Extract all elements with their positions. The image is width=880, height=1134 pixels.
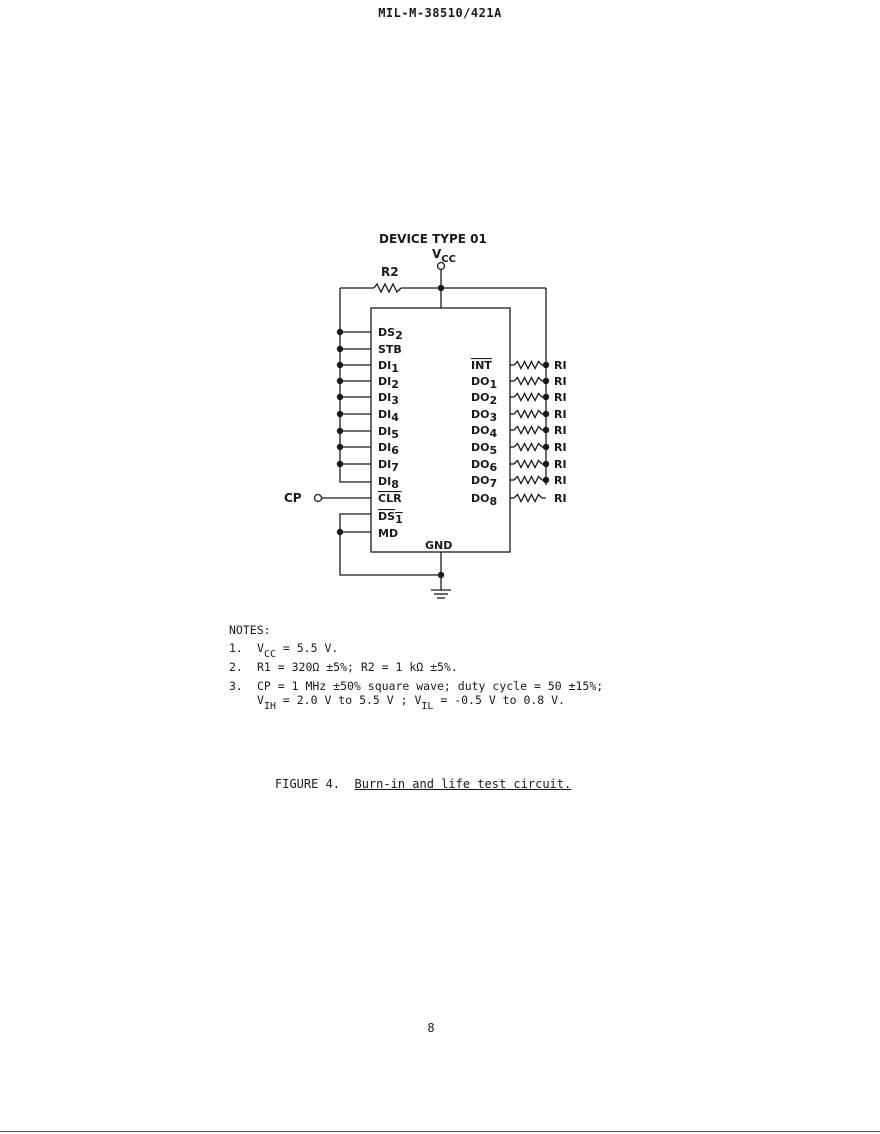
note-1: 1. VCC = 5.5 V. bbox=[229, 640, 339, 660]
junction-dot bbox=[336, 328, 344, 336]
junction-dot bbox=[542, 361, 550, 369]
page-bottom-rule bbox=[0, 1131, 880, 1132]
junction-dot bbox=[542, 476, 550, 484]
pin-label-do5: DO5 bbox=[471, 441, 497, 457]
pin-label-do1: DO1 bbox=[471, 375, 497, 391]
device-type-label: DEVICE TYPE 01 bbox=[379, 232, 487, 246]
pin-label-ds2: DS2 bbox=[378, 326, 403, 342]
gnd-label: GND bbox=[425, 539, 452, 552]
ri-label: RI bbox=[554, 492, 567, 505]
ri-label: RI bbox=[554, 424, 567, 437]
pin-label-do3: DO3 bbox=[471, 408, 497, 424]
load-resistor bbox=[513, 360, 543, 370]
junction-dot bbox=[542, 393, 550, 401]
pin-label-do7: DO7 bbox=[471, 474, 497, 490]
load-resistor bbox=[513, 475, 543, 485]
junction-dot bbox=[336, 393, 344, 401]
junction-dot bbox=[336, 410, 344, 418]
pin-label-do6: DO6 bbox=[471, 458, 497, 474]
vcc-label: VCC bbox=[432, 247, 456, 265]
junction-dot bbox=[336, 427, 344, 435]
ri-label: RI bbox=[554, 391, 567, 404]
cp-label: CP bbox=[284, 491, 302, 505]
burn-in-circuit-diagram: DEVICE TYPE 01 VCC R2 CP GND DS2 STB DI1… bbox=[284, 232, 567, 599]
junction-dot bbox=[336, 361, 344, 369]
pin-label-do2: DO2 bbox=[471, 391, 497, 407]
notes-title: NOTES: bbox=[229, 623, 271, 637]
page-number: 8 bbox=[427, 1021, 435, 1035]
left-pin-labels: DS2 STB DI1 DI2 DI3 DI4 DI5 DI6 DI7 DI8 … bbox=[378, 326, 403, 540]
right-pin-labels: INT DO1 DO2 DO3 DO4 DO5 DO6 DO7 DO8 bbox=[471, 359, 497, 508]
ri-label: RI bbox=[554, 359, 567, 372]
pin-label-di8: DI8 bbox=[378, 475, 399, 491]
figure-caption-title: Burn-in and life test circuit. bbox=[354, 777, 572, 791]
pin-label-di1: DI1 bbox=[378, 359, 399, 375]
pin-label-ds1: DS1 bbox=[378, 510, 403, 526]
pin-label-di5: DI5 bbox=[378, 425, 399, 441]
pin-label-int: INT bbox=[471, 359, 492, 372]
junction-dot bbox=[542, 410, 550, 418]
pin-label-do8: DO8 bbox=[471, 492, 497, 508]
pin-label-di7: DI7 bbox=[378, 458, 399, 474]
pin-label-di6: DI6 bbox=[378, 441, 399, 457]
pin-label-md: MD bbox=[378, 527, 398, 540]
junction-dot bbox=[336, 345, 344, 353]
pin-label-do4: DO4 bbox=[471, 424, 497, 440]
r2-label: R2 bbox=[381, 265, 399, 279]
figure-caption: FIGURE 4. Burn-in and life test circuit. bbox=[275, 777, 571, 791]
ri-label: RI bbox=[554, 474, 567, 487]
junction-dot bbox=[542, 460, 550, 468]
resistor-ri-labels: RI RI RI RI RI RI RI RI RI bbox=[554, 359, 567, 505]
output-load-resistors bbox=[510, 360, 546, 503]
load-resistor bbox=[513, 392, 543, 402]
notes-block: NOTES: 1. VCC = 5.5 V. 2. R1 = 320Ω ±5%;… bbox=[229, 623, 604, 714]
junction-dot bbox=[336, 460, 344, 468]
load-resistor bbox=[513, 409, 543, 419]
load-resistor bbox=[513, 493, 543, 503]
r2-resistor bbox=[373, 282, 402, 294]
load-resistor bbox=[513, 376, 543, 386]
junction-dot bbox=[542, 377, 550, 385]
pin-label-di2: DI2 bbox=[378, 375, 399, 391]
figure-caption-label: FIGURE 4. bbox=[275, 777, 341, 791]
pin-label-stb: STB bbox=[378, 343, 402, 356]
load-resistor bbox=[513, 425, 543, 435]
junction-dot bbox=[542, 443, 550, 451]
ri-label: RI bbox=[554, 408, 567, 421]
ri-label: RI bbox=[554, 458, 567, 471]
load-resistor bbox=[513, 459, 543, 469]
note-3: 3. CP = 1 MHz ±50% square wave; duty cyc… bbox=[229, 678, 604, 693]
ri-label: RI bbox=[554, 441, 567, 454]
left-pin-leads bbox=[340, 331, 371, 465]
load-resistor bbox=[513, 442, 543, 452]
pin-label-clr: CLR bbox=[378, 492, 402, 505]
junction-dot bbox=[542, 426, 550, 434]
ground-icon bbox=[431, 589, 451, 599]
cp-terminal bbox=[313, 493, 323, 503]
pin-label-di3: DI3 bbox=[378, 391, 399, 407]
pin-label-di4: DI4 bbox=[378, 408, 399, 424]
ri-label: RI bbox=[554, 375, 567, 388]
document-number-header: MIL-M-38510/421A bbox=[378, 6, 502, 20]
junction-dot bbox=[336, 377, 344, 385]
note-3-line-2: VIH = 2.0 V to 5.5 V ; VIL = -0.5 V to 0… bbox=[257, 692, 565, 712]
junction-dot bbox=[336, 443, 344, 451]
vcc-terminal bbox=[436, 261, 446, 271]
note-2: 2. R1 = 320Ω ±5%; R2 = 1 kΩ ±5%. bbox=[229, 659, 458, 674]
